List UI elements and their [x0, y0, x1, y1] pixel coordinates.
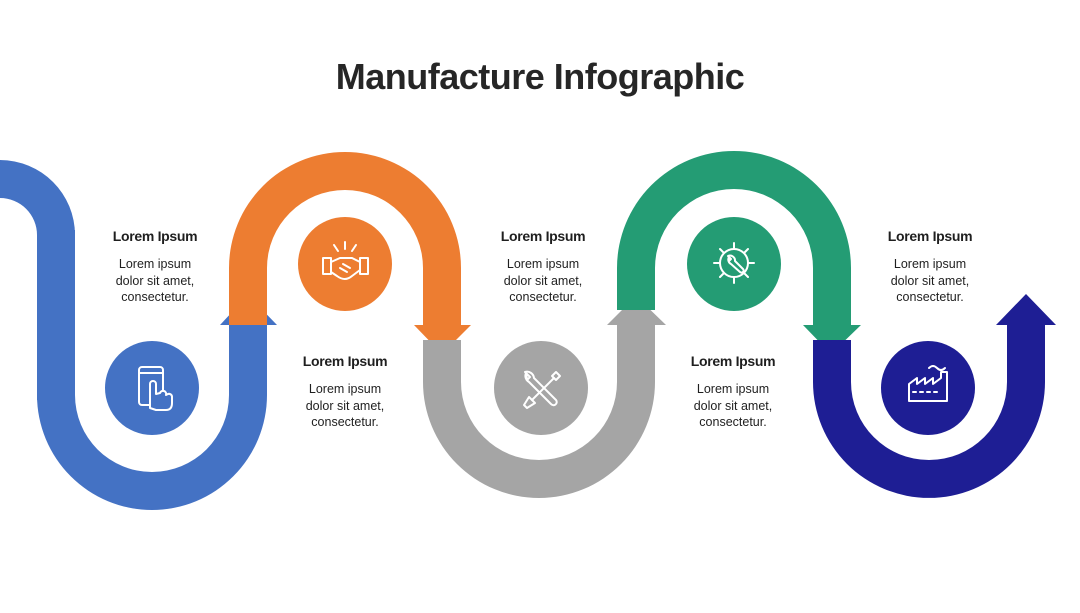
page-title: Manufacture Infographic — [335, 56, 745, 97]
step-3-heading: Lorem Ipsum — [500, 228, 586, 244]
step-4-icon-badge — [687, 217, 781, 311]
step-2-text-line: dolor sit amet, — [305, 398, 385, 413]
step-2-curve — [229, 152, 461, 325]
step-3-segment — [423, 296, 666, 498]
step-5-segment — [813, 294, 1056, 498]
step-1-icon-badge — [105, 341, 199, 435]
step-5-label: Lorem Ipsum Lorem ipsum dolor sit amet, … — [855, 228, 1005, 306]
step-4-arrow-down — [803, 325, 861, 354]
step-4-heading: Lorem Ipsum — [690, 353, 776, 369]
step-2-heading: Lorem Ipsum — [302, 353, 388, 369]
step-2-text: Lorem ipsum dolor sit amet, consectetur. — [270, 381, 420, 431]
step-4-text-line: Lorem ipsum — [696, 382, 770, 396]
step-5-icon-badge — [881, 341, 975, 435]
step-3-icon-badge — [494, 341, 588, 435]
step-3-text-line: consectetur. — [509, 290, 577, 304]
handshake-icon — [322, 241, 369, 280]
step-1-segment — [0, 160, 277, 510]
step-3-text-line: Lorem ipsum — [506, 257, 580, 271]
step-1-text: Lorem ipsum dolor sit amet, consectetur. — [80, 256, 230, 306]
step-2-text-line: consectetur. — [311, 415, 379, 429]
step-1-band-fill — [37, 230, 75, 400]
step-1-text-line: Lorem ipsum — [118, 257, 192, 271]
step-3-text: Lorem ipsum dolor sit amet, consectetur. — [468, 256, 618, 306]
step-1-text-line: dolor sit amet, — [115, 273, 195, 288]
step-5-text-line: dolor sit amet, — [890, 273, 970, 288]
smartphone-touch-icon — [138, 366, 173, 411]
factory-icon — [908, 365, 948, 402]
step-4-segment — [617, 151, 861, 354]
step-4-text-line: consectetur. — [699, 415, 767, 429]
step-2-arrow-down — [414, 325, 471, 354]
step-4-curve — [617, 151, 851, 325]
step-5-text-line: consectetur. — [896, 290, 964, 304]
step-1-label: Lorem Ipsum Lorem ipsum dolor sit amet, … — [80, 228, 230, 306]
step-2-text-line: Lorem ipsum — [308, 382, 382, 396]
step-5-curve — [813, 325, 1045, 498]
step-3-arrow-up — [607, 296, 666, 325]
step-1-text-line: consectetur. — [121, 290, 189, 304]
step-3-text-line: dolor sit amet, — [503, 273, 583, 288]
gear-wrench-icon — [713, 242, 755, 284]
step-4-label: Lorem Ipsum Lorem ipsum dolor sit amet, … — [658, 353, 808, 431]
step-4-text-line: dolor sit amet, — [693, 398, 773, 413]
step-4-text: Lorem ipsum dolor sit amet, consectetur. — [658, 381, 808, 431]
step-5-heading: Lorem Ipsum — [887, 228, 973, 244]
step-5-arrow-up — [996, 294, 1056, 325]
step-3-curve — [423, 325, 655, 498]
step-2-segment — [229, 152, 471, 354]
step-5-text-line: Lorem ipsum — [893, 257, 967, 271]
step-3-label: Lorem Ipsum Lorem ipsum dolor sit amet, … — [468, 228, 618, 306]
step-5-text: Lorem ipsum dolor sit amet, consectetur. — [855, 256, 1005, 306]
step-1-heading: Lorem Ipsum — [112, 228, 198, 244]
wrench-screwdriver-icon — [523, 370, 561, 409]
step-2-label: Lorem Ipsum Lorem ipsum dolor sit amet, … — [270, 353, 420, 431]
step-2-icon-badge — [298, 217, 392, 311]
